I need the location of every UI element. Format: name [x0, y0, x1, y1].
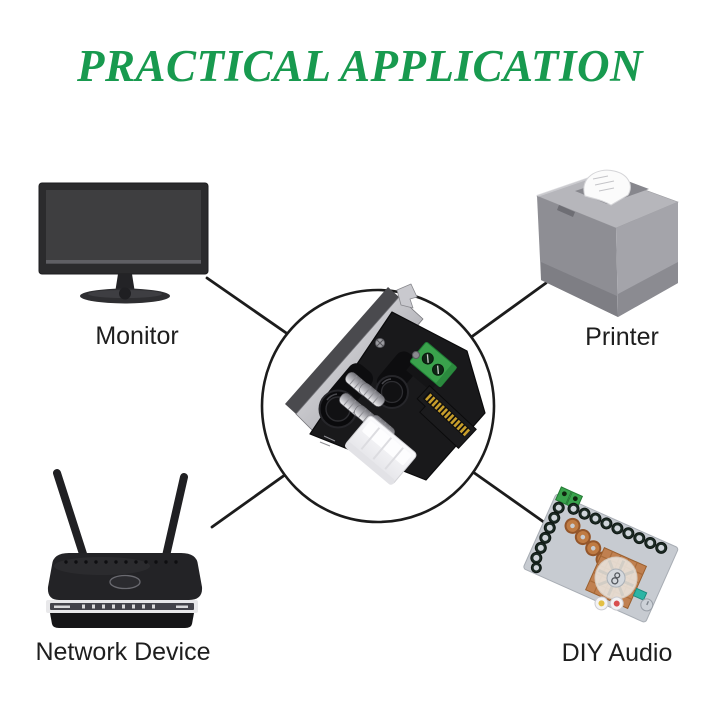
monitor-screen [46, 190, 201, 264]
device-printer [525, 165, 690, 330]
amp-switch [632, 587, 648, 601]
device-label-diy-audio: DIY Audio [561, 639, 673, 667]
silkscreen-marks [319, 435, 336, 447]
printer-button-slit [557, 205, 575, 217]
amp-knob [640, 598, 654, 612]
router-antenna-left [53, 469, 88, 561]
amp-rca-jacks [594, 596, 624, 611]
device-label-printer: Printer [585, 323, 659, 351]
router-sheen [54, 557, 150, 575]
bracket-tab [396, 283, 418, 309]
amplifier-board-illustration [523, 486, 679, 623]
base-hub [119, 287, 131, 300]
device-diy-audio [515, 485, 690, 640]
power-adapter-card-illustration [285, 283, 486, 485]
printer-right-lower-panel [618, 262, 678, 317]
monitor-bottom-strip [46, 260, 201, 264]
pcb-screw [412, 351, 420, 359]
monitor-stand-neck [115, 274, 135, 293]
desktop-monitor-illustration [38, 182, 209, 304]
amp-capacitor-rows [530, 501, 668, 574]
molex-power-connector [344, 415, 417, 485]
bracket-shadow-fold [285, 287, 399, 414]
router-vent-dots [64, 560, 178, 564]
sata-connector [416, 385, 477, 449]
device-label-monitor: Monitor [95, 322, 179, 350]
device-monitor [36, 180, 216, 310]
amp-fan [594, 556, 638, 600]
wireless-router-illustration [46, 469, 203, 628]
router-led-marks [54, 604, 188, 609]
paper-print-lines [592, 175, 615, 192]
sata-gold-pins [424, 393, 471, 437]
receipt-printer-illustration [536, 169, 679, 317]
screw-terminal-block [406, 341, 457, 391]
device-label-network-device: Network Device [35, 638, 211, 666]
device-network [30, 465, 220, 635]
page-title: PRACTICAL APPLICATION [77, 41, 643, 91]
router-base [50, 613, 194, 628]
router-antenna-right [162, 473, 188, 560]
router-logo-badge [109, 574, 141, 590]
printer-left-lower-panel [541, 262, 618, 317]
